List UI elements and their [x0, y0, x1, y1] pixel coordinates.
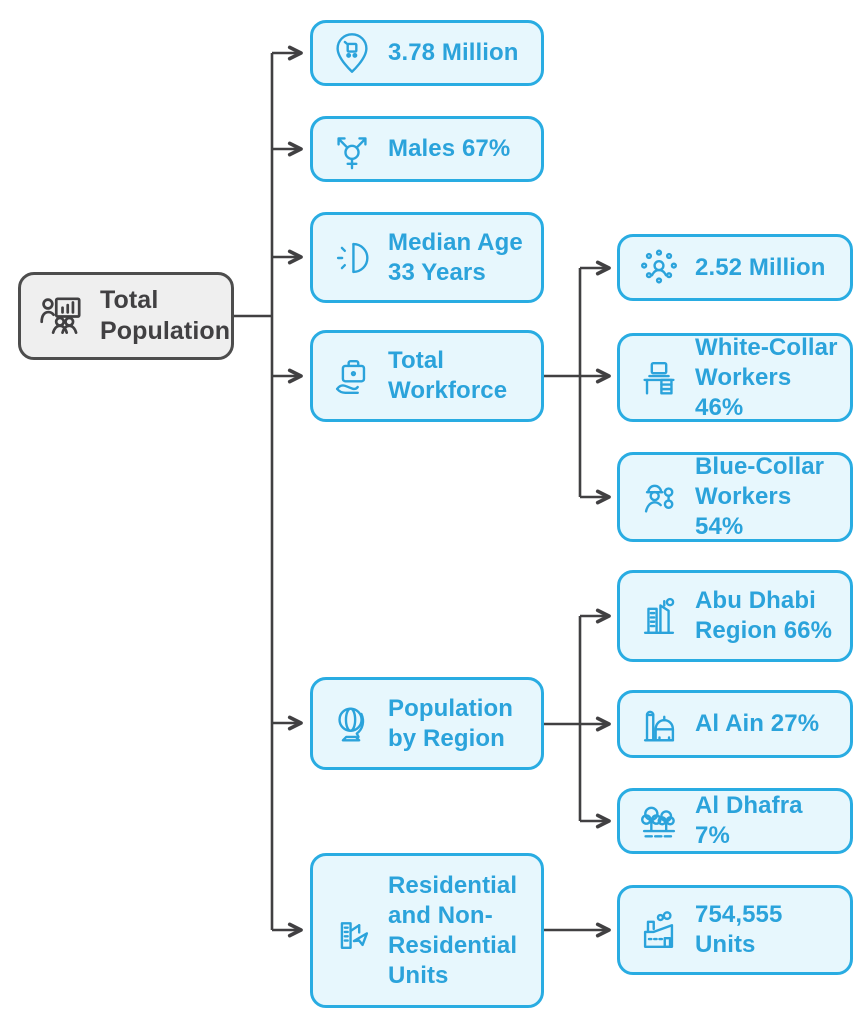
node-label: 754,555 Units	[695, 901, 783, 958]
city-buildings-icon	[636, 593, 682, 639]
node-754555-units: 754,555 Units	[617, 885, 853, 975]
node-label: Total Population	[100, 285, 231, 345]
node-population-by-region: Population by Region	[310, 677, 544, 770]
building-cursor-icon	[329, 908, 375, 954]
node-label: Median Age 33 Years	[388, 228, 523, 286]
node-label: Al Ain 27%	[695, 710, 820, 737]
desert-trees-icon	[636, 798, 682, 844]
node-label: Residential and Non-Residential Units	[388, 871, 518, 989]
node-label: White-Collar Workers 46%	[695, 333, 838, 421]
node-label: Abu Dhabi Region 66%	[695, 587, 833, 644]
node-residential-units: Residential and Non-Residential Units	[310, 853, 544, 1008]
node-label: 3.78 Million	[388, 39, 519, 66]
factory-icon	[636, 907, 682, 953]
desk-laptop-icon	[636, 355, 682, 401]
node-total-workforce: Total Workforce	[310, 330, 544, 422]
node-blue-collar: Blue-Collar Workers 54%	[617, 452, 853, 542]
worker-wrench-icon	[636, 474, 682, 520]
globe-icon	[329, 701, 375, 747]
people-network-icon	[636, 245, 682, 291]
node-abu-dhabi-region: Abu Dhabi Region 66%	[617, 570, 853, 662]
node-2-52-million: 2.52 Million	[617, 234, 853, 301]
node-males-67: Males 67%	[310, 116, 544, 182]
node-label: 2.52 Million	[695, 253, 826, 281]
node-label: Males 67%	[388, 135, 511, 162]
node-median-age: Median Age 33 Years	[310, 212, 544, 303]
node-label: Al Dhafra 7%	[695, 792, 803, 849]
median-age-dial-icon	[329, 235, 375, 281]
node-label: Blue-Collar Workers 54%	[695, 453, 825, 540]
node-al-ain: Al Ain 27%	[617, 690, 853, 758]
fort-mosque-icon	[636, 701, 682, 747]
location-pin-icon	[329, 30, 375, 76]
node-3-78-million: 3.78 Million	[310, 20, 544, 86]
population-presentation-icon	[37, 291, 87, 341]
node-al-dhafra: Al Dhafra 7%	[617, 788, 853, 854]
node-label: Population by Region	[388, 694, 513, 752]
node-label: Total Workforce	[388, 347, 508, 404]
gender-symbol-icon	[329, 126, 375, 172]
node-white-collar: White-Collar Workers 46%	[617, 333, 853, 422]
briefcase-hand-icon	[329, 353, 375, 399]
node-total-population: Total Population	[18, 272, 234, 360]
